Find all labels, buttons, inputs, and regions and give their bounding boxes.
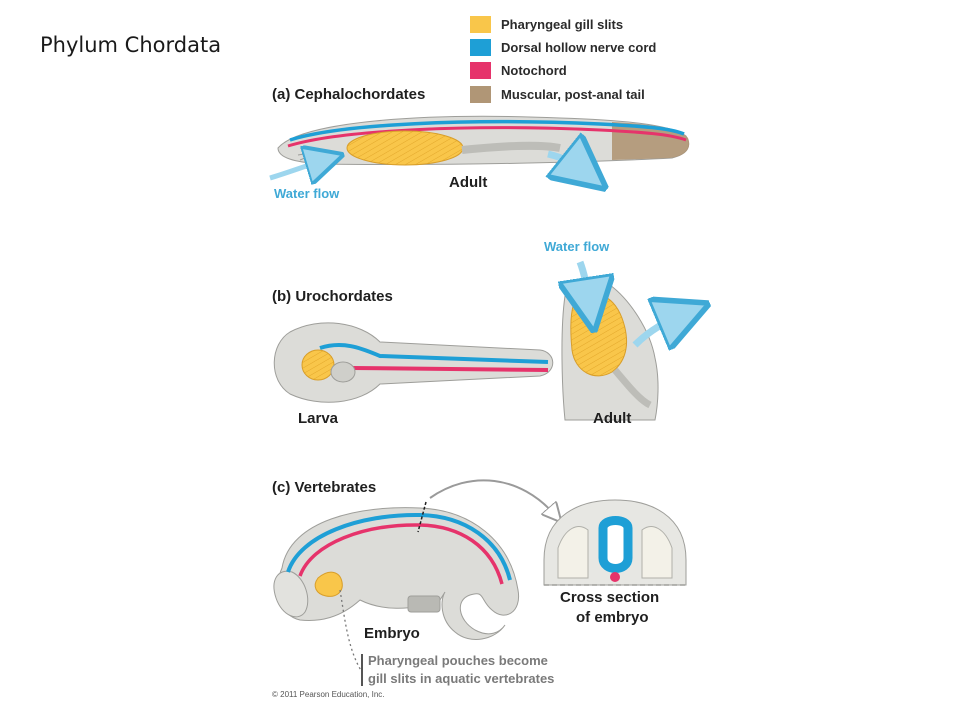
- larva-nerve-cord: [319, 343, 549, 364]
- panel-c-heading: (c) Vertebrates: [272, 479, 377, 496]
- panel-a-adult-label: Adult: [449, 174, 488, 191]
- legend-swatch-notochord: [470, 62, 491, 79]
- embryo-yolk-stalk: [407, 595, 441, 613]
- tunicate-adult: [562, 260, 684, 421]
- lancelet-adult: [269, 115, 690, 178]
- embryo-pharyngeal-pouches: [314, 571, 343, 597]
- larva-notochord: [351, 366, 549, 372]
- panel-a-water-label: Water flow: [274, 186, 340, 201]
- larva-gill-slits: [301, 349, 335, 381]
- panel-b-water-label: Water flow: [544, 239, 610, 254]
- vertebrate-embryo: [273, 479, 555, 686]
- pouch-note-line2: gill slits in aquatic vertebrates: [368, 671, 555, 686]
- legend-label-nerve-cord: Dorsal hollow nerve cord: [501, 40, 657, 55]
- tunicate-water-out: [632, 314, 684, 345]
- legend-swatch-tail: [470, 86, 491, 103]
- embryo-nerve-cord: [286, 512, 512, 581]
- panel-b-larva-label: Larva: [298, 410, 339, 427]
- embryo-body: [277, 507, 520, 640]
- panel-b-adult-label: Adult: [593, 410, 632, 427]
- tunicate-water-in: [580, 260, 590, 305]
- tunicate-adult-gut: [612, 367, 652, 409]
- cross-section-label-line2: of embryo: [576, 609, 649, 626]
- lancelet-nerve-cord: [289, 119, 685, 142]
- legend-label-notochord: Notochord: [501, 63, 567, 78]
- cross-section-notochord: [610, 572, 620, 582]
- cross-section-left-somite: [557, 526, 589, 579]
- lancelet-water-in: [269, 160, 325, 178]
- cross-section-right-somite: [641, 526, 673, 579]
- legend-label-tail: Muscular, post-anal tail: [501, 87, 645, 102]
- panel-a-heading: (a) Cephalochordates: [272, 86, 426, 103]
- lancelet-notochord: [287, 126, 687, 148]
- cross-section-label-line1: Cross section: [560, 589, 660, 606]
- embryo-notochord: [298, 523, 504, 585]
- embryo-head-bulge: [273, 570, 309, 618]
- lancelet-gut: [461, 141, 561, 154]
- cross-section-arrow: [429, 479, 555, 515]
- legend-swatch-gill-slits: [470, 16, 491, 33]
- page-title: Phylum Chordata: [40, 33, 222, 57]
- panel-b-heading: (b) Urochordates: [272, 288, 393, 305]
- lancelet-gill-slits: [346, 130, 464, 166]
- tunicate-larva: [273, 322, 554, 403]
- larva-gut: [330, 361, 356, 383]
- cross-section-nerve-cord: [598, 516, 633, 573]
- lancelet-water-out: [548, 154, 585, 172]
- embryo-cross-section: [543, 499, 687, 586]
- embryo-section-line: [417, 501, 427, 533]
- pouch-note-line1: Pharyngeal pouches become: [368, 653, 548, 668]
- copyright-notice: © 2011 Pearson Education, Inc.: [272, 690, 385, 699]
- legend-label-gill-slits: Pharyngeal gill slits: [501, 17, 624, 32]
- legend-swatch-nerve-cord: [470, 39, 491, 56]
- embryo-label: Embryo: [364, 625, 420, 642]
